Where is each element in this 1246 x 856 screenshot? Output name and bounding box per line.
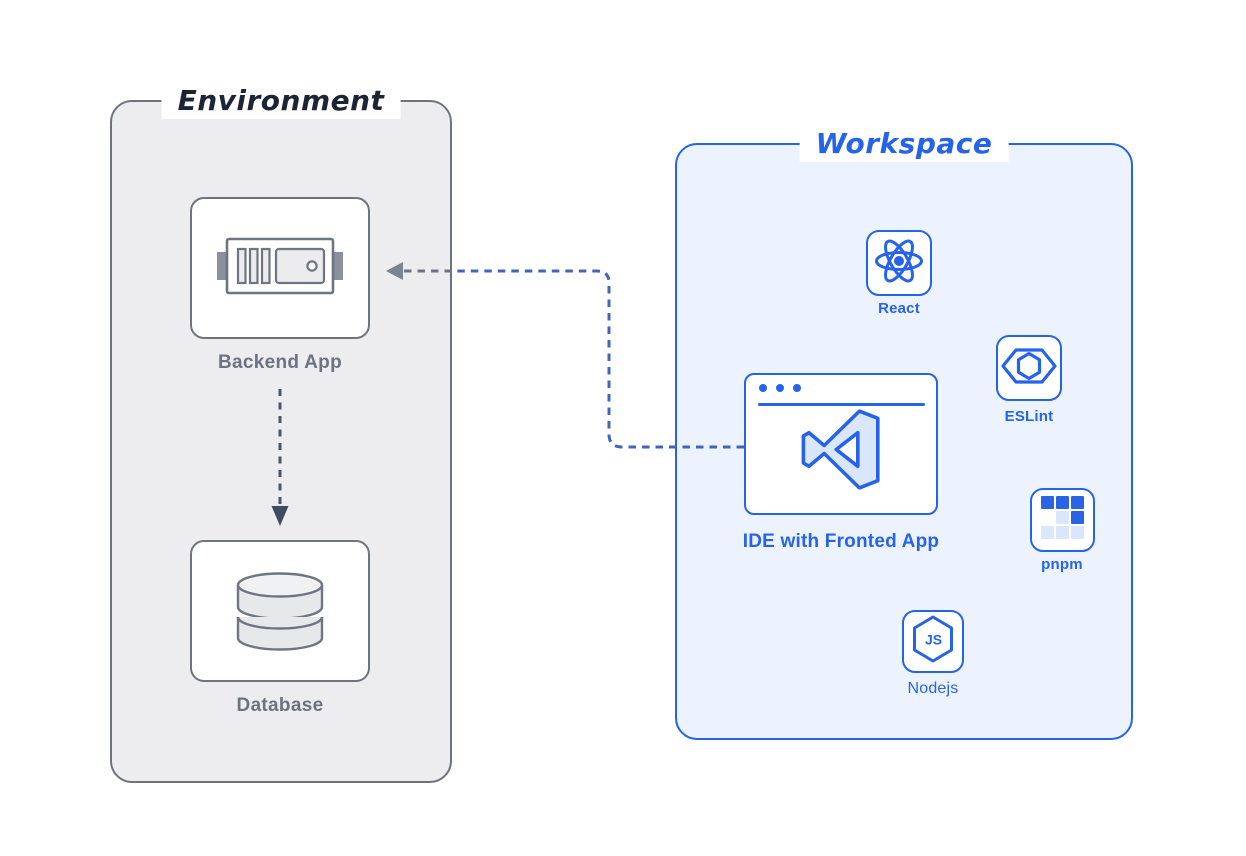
window-divider [758, 403, 925, 406]
environment-panel: Environment Backend App [110, 83, 452, 783]
workspace-panel: Workspace React [675, 126, 1133, 740]
svg-text:JS: JS [925, 632, 942, 648]
backend-app-label: Backend App [217, 352, 342, 373]
pnpm-label: pnpm [1041, 556, 1083, 573]
backend-app-node [190, 197, 370, 339]
server-icon [217, 236, 343, 301]
react-tool [866, 230, 932, 296]
eslint-tool [996, 335, 1062, 401]
database-label: Database [236, 695, 324, 716]
react-icon [873, 235, 925, 292]
workspace-title: Workspace [799, 126, 1009, 162]
eslint-icon [1001, 346, 1057, 391]
pnpm-icon [1041, 496, 1084, 544]
nodejs-label: Nodejs [907, 680, 959, 697]
react-label: React [878, 300, 920, 317]
database-icon [230, 563, 330, 660]
eslint-label: ESLint [1004, 408, 1054, 425]
window-dots-icon [759, 384, 801, 392]
database-node [190, 540, 370, 682]
ide-window [744, 373, 938, 515]
nodejs-icon: JS [908, 612, 958, 671]
vscode-icon [801, 409, 881, 495]
ide-label: IDE with Fronted App [742, 531, 940, 552]
pnpm-tool [1030, 488, 1095, 552]
environment-title: Environment [161, 83, 401, 119]
nodejs-tool: JS [902, 610, 964, 673]
